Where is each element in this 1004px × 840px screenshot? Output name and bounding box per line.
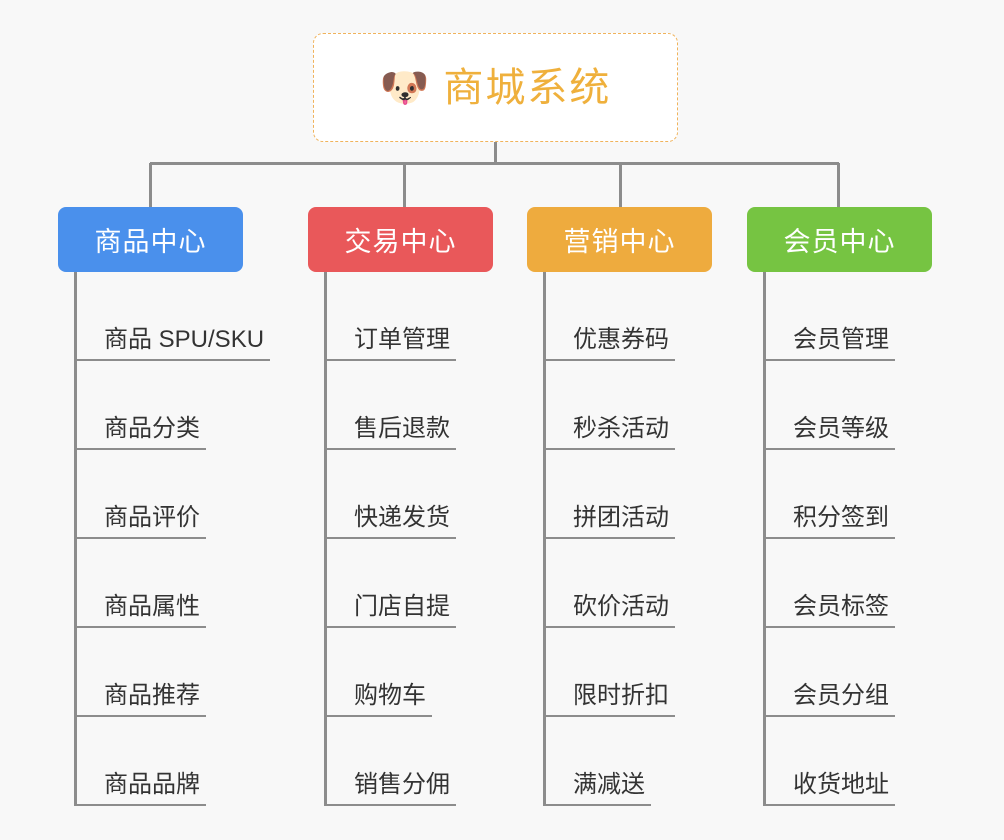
branch-product-center: 商品中心 商品 SPU/SKU 商品分类 商品评价 商品属性 商品推荐 商品品牌 [58, 207, 271, 806]
branch-label-member-center: 会员中心 [783, 227, 896, 257]
leaf-list-marketing-center: 优惠券码 秒杀活动 拼团活动 砍价活动 限时折扣 满减送 [543, 272, 712, 806]
root-title: 商城系统 [443, 65, 612, 110]
leaf-item[interactable]: 订单管理 [324, 272, 493, 361]
leaf-item[interactable]: 会员管理 [763, 272, 932, 361]
branch-label-product-center: 商品中心 [94, 227, 207, 257]
leaf-label: 拼团活动 [543, 504, 675, 539]
leaf-item[interactable]: 优惠券码 [543, 272, 712, 361]
branch-label-trade-center: 交易中心 [344, 227, 457, 257]
branch-label-marketing-center: 营销中心 [563, 227, 676, 257]
leaf-label: 订单管理 [324, 326, 456, 361]
root-node[interactable]: 🐶 商城系统 [313, 33, 678, 142]
leaf-label: 门店自提 [324, 593, 456, 628]
leaf-item[interactable]: 积分签到 [763, 450, 932, 539]
leaf-list-member-center: 会员管理 会员等级 积分签到 会员标签 会员分组 收货地址 [763, 272, 932, 806]
leaf-item[interactable]: 满减送 [543, 717, 712, 806]
leaf-label: 商品分类 [74, 415, 206, 450]
leaf-label: 售后退款 [324, 415, 456, 450]
branch-header-member-center[interactable]: 会员中心 [747, 207, 932, 272]
leaf-label: 商品品牌 [74, 771, 206, 806]
leaf-label: 满减送 [543, 771, 651, 806]
leaf-label: 积分签到 [763, 504, 895, 539]
leaf-item[interactable]: 销售分佣 [324, 717, 493, 806]
leaf-item[interactable]: 拼团活动 [543, 450, 712, 539]
leaf-item[interactable]: 砍价活动 [543, 539, 712, 628]
leaf-label: 购物车 [324, 682, 432, 717]
branch-marketing-center: 营销中心 优惠券码 秒杀活动 拼团活动 砍价活动 限时折扣 满减送 [527, 207, 712, 806]
leaf-label: 会员分组 [763, 682, 895, 717]
leaf-label: 商品评价 [74, 504, 206, 539]
leaf-item[interactable]: 购物车 [324, 628, 493, 717]
leaf-item[interactable]: 会员分组 [763, 628, 932, 717]
branch-trade-center: 交易中心 订单管理 售后退款 快递发货 门店自提 购物车 销售分佣 [308, 207, 493, 806]
leaf-label: 销售分佣 [324, 771, 456, 806]
leaf-item[interactable]: 秒杀活动 [543, 361, 712, 450]
leaf-label: 快递发货 [324, 504, 456, 539]
leaf-item[interactable]: 商品 SPU/SKU [74, 272, 271, 361]
leaf-label: 商品 SPU/SKU [74, 326, 271, 361]
leaf-item[interactable]: 会员等级 [763, 361, 932, 450]
branch-header-product-center[interactable]: 商品中心 [58, 207, 243, 272]
leaf-item[interactable]: 会员标签 [763, 539, 932, 628]
leaf-item[interactable]: 快递发货 [324, 450, 493, 539]
leaf-label: 会员等级 [763, 415, 895, 450]
leaf-label: 限时折扣 [543, 682, 675, 717]
leaf-item[interactable]: 限时折扣 [543, 628, 712, 717]
leaf-item[interactable]: 商品推荐 [74, 628, 270, 717]
leaf-item[interactable]: 商品属性 [74, 539, 270, 628]
leaf-label: 商品属性 [74, 593, 206, 628]
leaf-label: 收货地址 [763, 771, 895, 806]
leaf-item[interactable]: 商品分类 [74, 361, 270, 450]
leaf-label: 优惠券码 [543, 326, 675, 361]
branch-member-center: 会员中心 会员管理 会员等级 积分签到 会员标签 会员分组 收货地址 [747, 207, 932, 806]
leaf-item[interactable]: 门店自提 [324, 539, 493, 628]
leaf-item[interactable]: 收货地址 [763, 717, 932, 806]
branch-header-trade-center[interactable]: 交易中心 [308, 207, 493, 272]
leaf-label: 会员标签 [763, 593, 895, 628]
dog-face-icon: 🐶 [379, 64, 430, 111]
leaf-list-trade-center: 订单管理 售后退款 快递发货 门店自提 购物车 销售分佣 [324, 272, 493, 806]
leaf-label: 砍价活动 [543, 593, 675, 628]
leaf-item[interactable]: 商品品牌 [74, 717, 270, 806]
leaf-label: 商品推荐 [74, 682, 206, 717]
leaf-item[interactable]: 售后退款 [324, 361, 493, 450]
branch-header-marketing-center[interactable]: 营销中心 [527, 207, 712, 272]
leaf-label: 会员管理 [763, 326, 895, 361]
leaf-item[interactable]: 商品评价 [74, 450, 270, 539]
leaf-label: 秒杀活动 [543, 415, 675, 450]
leaf-list-product-center: 商品 SPU/SKU 商品分类 商品评价 商品属性 商品推荐 商品品牌 [74, 272, 271, 806]
